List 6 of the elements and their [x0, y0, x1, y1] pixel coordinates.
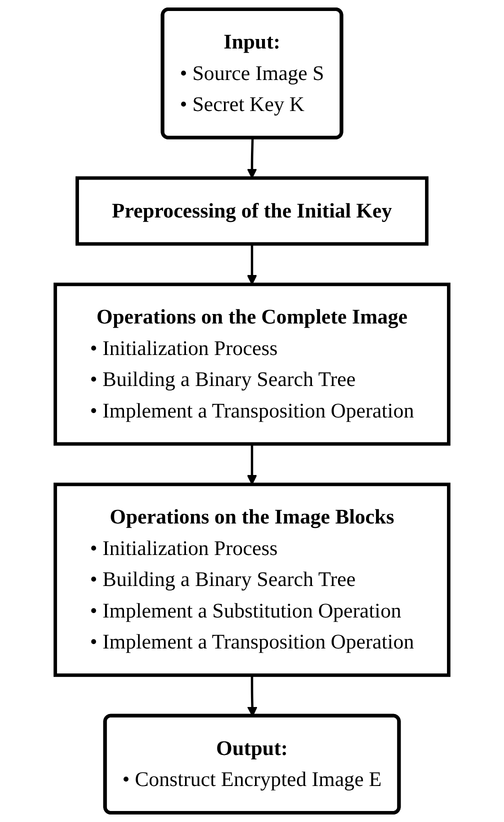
node-box — [54, 482, 450, 677]
node-box — [76, 176, 428, 246]
arrow — [246, 244, 258, 285]
arrow — [246, 444, 258, 485]
node-box — [54, 282, 450, 446]
arrow — [246, 138, 258, 178]
